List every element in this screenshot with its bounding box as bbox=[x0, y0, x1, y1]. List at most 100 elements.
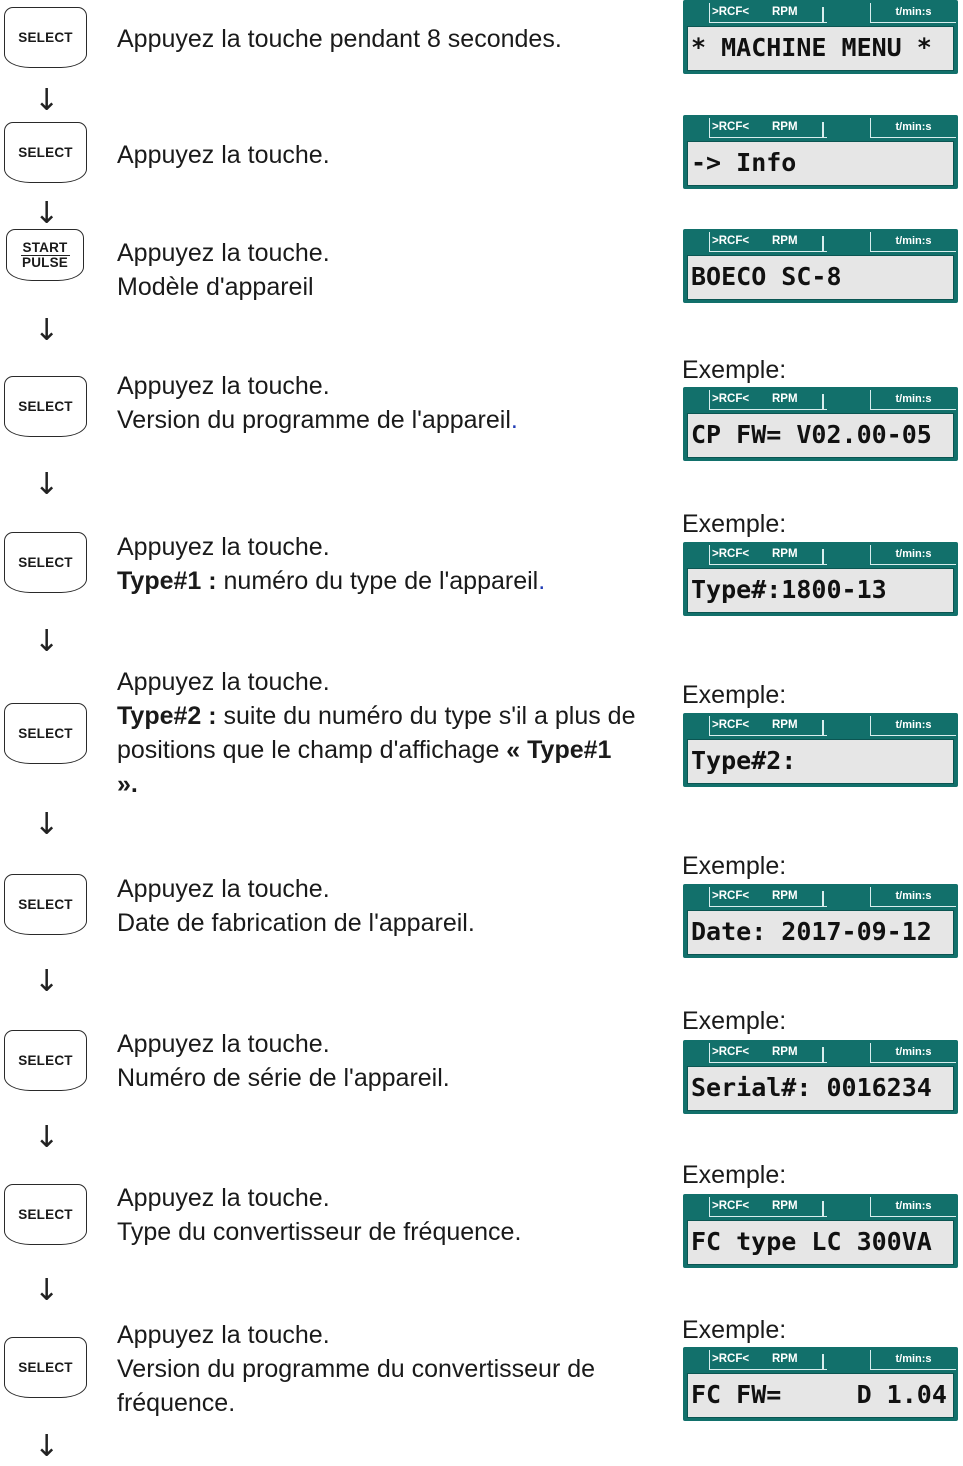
arrow-down-icon: ↓ bbox=[34, 964, 60, 999]
lcd-time-tab: t/min:s bbox=[870, 716, 956, 736]
rcf-label: >RCF< bbox=[712, 548, 750, 560]
lcd-rcf-rpm-tab: >RCF< RPM bbox=[709, 232, 827, 252]
detail-text: Version du programme de l'appareil bbox=[117, 406, 511, 434]
step-9-text: Appuyez la touche. Type du convertisseur… bbox=[117, 1181, 665, 1249]
lcd-rcf-rpm-tab: >RCF<RPM bbox=[709, 1350, 827, 1370]
arrow-down-icon: ↓ bbox=[34, 624, 60, 659]
rcf-label: >RCF< bbox=[712, 6, 750, 18]
arrow-down-icon: ↓ bbox=[34, 467, 60, 502]
step-instruction: Appuyez la touche. bbox=[117, 1184, 330, 1212]
arrow-down-icon: ↓ bbox=[34, 313, 60, 348]
select-key-label: SELECT bbox=[18, 897, 73, 912]
select-key[interactable]: SELECT bbox=[4, 874, 87, 935]
select-key[interactable]: SELECT bbox=[4, 122, 87, 183]
step-5-text: Appuyez la touche. Type#1 : numéro du ty… bbox=[117, 530, 665, 598]
lcd-display: >RCF< RPM t/min:s BOECO SC-8 bbox=[683, 229, 958, 303]
example-label: Exemple: bbox=[682, 852, 787, 880]
lcd-display: >RCF< RPM t/min:s * MACHINE MENU * bbox=[683, 0, 958, 74]
lcd-text: FC FW= D 1.04 bbox=[687, 1373, 954, 1418]
example-label: Exemple: bbox=[682, 1007, 787, 1035]
lcd-rcf-rpm-tab: >RCF< RPM bbox=[709, 3, 827, 23]
type2-label: Type#2 : bbox=[117, 702, 217, 730]
step-detail: Version du programme de l'appareil. bbox=[117, 403, 665, 437]
select-key[interactable]: SELECT bbox=[4, 703, 87, 764]
period: . bbox=[510, 406, 518, 434]
lcd-rcf-rpm-tab: >RCF< RPM bbox=[709, 716, 827, 736]
arrow-down-icon: ↓ bbox=[34, 83, 60, 118]
rpm-label: RPM bbox=[772, 890, 798, 902]
lcd-time-tab: t/min:s bbox=[870, 390, 956, 410]
select-key-label: SELECT bbox=[18, 1207, 73, 1222]
example-label: Exemple: bbox=[682, 681, 787, 709]
example-label: Exemple: bbox=[682, 356, 787, 384]
lcd-rcf-rpm-tab: >RCF<RPM bbox=[709, 390, 827, 410]
step-detail: Type#1 : numéro du type de l'appareil. bbox=[117, 564, 665, 598]
lcd-text: -> Info bbox=[687, 141, 954, 186]
select-key[interactable]: SELECT bbox=[4, 1184, 87, 1245]
step-instruction: Appuyez la touche. bbox=[117, 372, 330, 400]
lcd-time-tab: t/min:s bbox=[870, 1043, 956, 1063]
lcd-text: BOECO SC-8 bbox=[687, 255, 954, 300]
step-detail: Type#2 : suite du numéro du type s'il a … bbox=[117, 699, 665, 733]
rcf-label: >RCF< bbox=[712, 393, 750, 405]
lcd-display: >RCF<RPM t/min:s CP FW= V02.00-05 bbox=[683, 387, 958, 461]
select-key[interactable]: SELECT bbox=[4, 1030, 87, 1091]
arrow-down-icon: ↓ bbox=[34, 1429, 60, 1464]
select-key-label: SELECT bbox=[18, 1360, 73, 1375]
lcd-display: >RCF<RPM t/min:s -> Info bbox=[683, 115, 958, 189]
lcd-text: Serial#: 0016234 bbox=[687, 1066, 954, 1111]
rpm-label: RPM bbox=[772, 1200, 798, 1212]
lcd-time-tab: t/min:s bbox=[870, 3, 956, 23]
step-detail: Numéro de série de l'appareil. bbox=[117, 1064, 450, 1092]
arrow-down-icon: ↓ bbox=[34, 196, 60, 231]
lcd-time-tab: t/min:s bbox=[870, 232, 956, 252]
step-instruction: Appuyez la touche. bbox=[117, 141, 330, 169]
rpm-label: RPM bbox=[772, 6, 798, 18]
select-key[interactable]: SELECT bbox=[4, 7, 87, 68]
step-instruction: Appuyez la touche. bbox=[117, 875, 330, 903]
step-detail: Modèle d'appareil bbox=[117, 273, 314, 301]
lcd-time-tab: t/min:s bbox=[870, 118, 956, 138]
step-instruction: Appuyez la touche. bbox=[117, 1030, 330, 1058]
rpm-label: RPM bbox=[772, 235, 798, 247]
start-pulse-key[interactable]: START PULSE bbox=[6, 229, 84, 281]
rpm-label: RPM bbox=[772, 1353, 798, 1365]
step-instruction: Appuyez la touche. bbox=[117, 1321, 330, 1349]
lcd-text: * MACHINE MENU * bbox=[687, 26, 954, 71]
step-2-text: Appuyez la touche. bbox=[117, 138, 665, 172]
rcf-label: >RCF< bbox=[712, 1200, 750, 1212]
lcd-text: CP FW= V02.00-05 bbox=[687, 413, 954, 458]
select-key[interactable]: SELECT bbox=[4, 376, 87, 437]
rpm-label: RPM bbox=[772, 719, 798, 731]
lcd-rcf-rpm-tab: >RCF< RPM bbox=[709, 1197, 827, 1217]
detail-text: suite du numéro du type s'il a plus de bbox=[216, 702, 636, 730]
lcd-text: FC type LC 300VA bbox=[687, 1220, 954, 1265]
step-instruction: Appuyez la touche. bbox=[117, 668, 330, 696]
select-key[interactable]: SELECT bbox=[4, 1337, 87, 1398]
step-6-text: Appuyez la touche. Type#2 : suite du num… bbox=[117, 665, 665, 801]
step-1-text: Appuyez la touche pendant 8 secondes. bbox=[117, 22, 665, 56]
pulse-label: PULSE bbox=[21, 254, 68, 270]
rcf-label: >RCF< bbox=[712, 719, 750, 731]
step-4-text: Appuyez la touche. Version du programme … bbox=[117, 369, 665, 437]
step-detail: Version du programme du convertisseur de bbox=[117, 1355, 596, 1383]
rpm-label: RPM bbox=[772, 1046, 798, 1058]
lcd-text: Type#2: bbox=[687, 739, 954, 784]
step-10-text: Appuyez la touche. Version du programme … bbox=[117, 1318, 665, 1420]
select-key[interactable]: SELECT bbox=[4, 532, 87, 593]
rpm-label: RPM bbox=[772, 548, 798, 560]
rcf-label: >RCF< bbox=[712, 235, 750, 247]
lcd-rcf-rpm-tab: >RCF<RPM bbox=[709, 118, 827, 138]
arrow-down-icon: ↓ bbox=[34, 807, 60, 842]
step-instruction: Appuyez la touche pendant 8 secondes. bbox=[117, 25, 562, 53]
detail-text: numéro du type de l'appareil bbox=[216, 567, 539, 595]
example-label: Exemple: bbox=[682, 510, 787, 538]
detail-text: positions que le champ d'affichage bbox=[117, 736, 507, 764]
step-instruction: Appuyez la touche. bbox=[117, 533, 330, 561]
lcd-text: Date: 2017-09-12 bbox=[687, 910, 954, 955]
select-key-label: SELECT bbox=[18, 726, 73, 741]
